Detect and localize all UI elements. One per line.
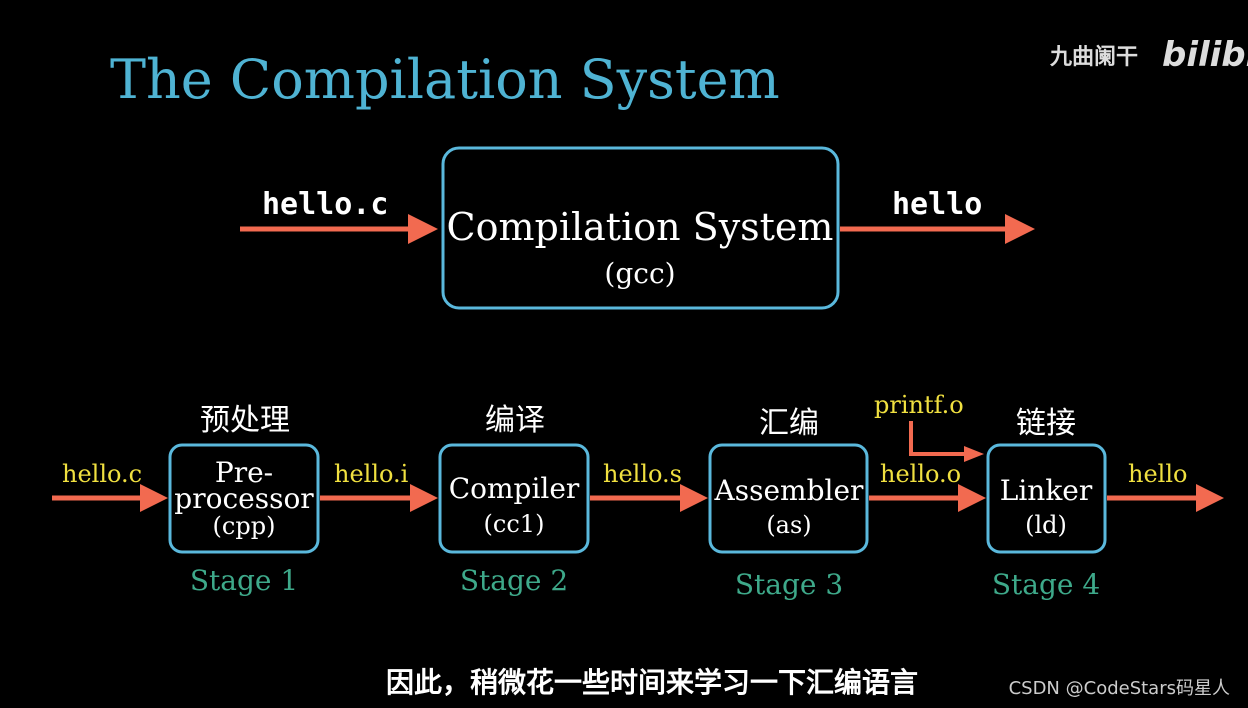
compiler-tool: (cc1) — [484, 510, 545, 538]
compiler-name: Compiler — [449, 472, 580, 505]
linker-box — [986, 443, 1107, 554]
stage2-label: Stage 2 — [460, 564, 568, 597]
video-subtitle: 因此，稍微花一些时间来学习一下汇编语言 — [386, 666, 918, 699]
stage1-label: Stage 1 — [190, 564, 298, 597]
linker-name: Linker — [1000, 474, 1093, 507]
pipeline-input-arrow — [52, 484, 168, 512]
stage3-output-label: hello.o — [880, 460, 961, 488]
stage1-cn-label: 预处理 — [200, 403, 290, 438]
arrow-stage2-to-stage3 — [590, 484, 708, 512]
overview-output-label: hello — [892, 187, 982, 222]
pipeline-output-label: hello — [1128, 460, 1187, 488]
slide-title: The Compilation System — [110, 48, 780, 111]
channel-watermark: 九曲阑干 — [1049, 44, 1138, 70]
preprocessor-line1: Pre- — [215, 456, 273, 489]
stage1-output-label: hello.i — [334, 460, 409, 488]
printf-object-label: printf.o — [874, 391, 964, 419]
overview-input-arrow — [240, 214, 438, 244]
stage4-cn-label: 链接 — [1016, 406, 1076, 441]
compiler-box — [438, 443, 590, 554]
bilibili-logo: bilibili — [1162, 35, 1248, 75]
pipeline-output-arrow — [1107, 484, 1224, 512]
linker-tool: (ld) — [1025, 511, 1067, 539]
compilation-system-subtitle: (gcc) — [604, 257, 675, 290]
compilation-system-title: Compilation System — [447, 205, 834, 249]
preprocessor-tool: (cpp) — [213, 512, 276, 540]
preprocessor-box — [168, 443, 320, 554]
assembler-box — [708, 443, 869, 554]
arrow-stage1-to-stage2 — [320, 484, 438, 512]
overview-input-label: hello.c — [262, 187, 388, 222]
stage3-cn-label: 汇编 — [759, 406, 819, 441]
stage3-label: Stage 3 — [735, 568, 843, 601]
preprocessor-line2: processor — [174, 482, 314, 515]
pipeline-input-label: hello.c — [62, 460, 142, 488]
csdn-credit: CSDN @CodeStars码星人 — [1009, 678, 1230, 699]
arrow-stage3-to-stage4 — [869, 484, 986, 512]
compilation-system-box — [441, 146, 840, 310]
stage4-label: Stage 4 — [992, 568, 1100, 601]
overview-output-arrow — [840, 214, 1035, 244]
stage2-output-label: hello.s — [603, 460, 682, 488]
assembler-tool: (as) — [766, 511, 811, 539]
assembler-name: Assembler — [714, 474, 865, 507]
printf-object-arrow — [909, 421, 984, 462]
stage2-cn-label: 编译 — [485, 403, 545, 438]
